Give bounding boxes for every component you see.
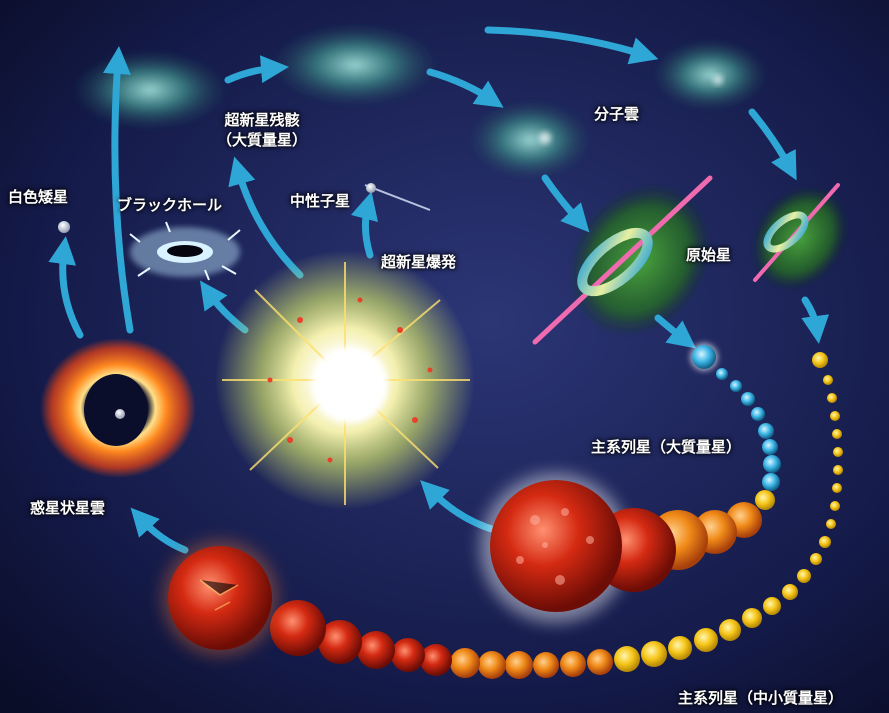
yellow-protostar-result (812, 352, 828, 368)
molecular-cloud-shape (468, 100, 592, 180)
label-protostar: 原始星 (686, 246, 731, 266)
planetary-nebula-shape (40, 338, 196, 478)
label-neutron-star: 中性子星 (290, 192, 350, 212)
cloud-2 (270, 23, 440, 107)
red-giant (168, 546, 272, 650)
label-main-sequence-massive: 主系列星（大質量星） (591, 438, 741, 458)
label-molecular-cloud: 分子雲 (594, 105, 639, 125)
label-white-dwarf: 白色矮星 (8, 188, 68, 208)
label-supernova-remnant-line2: （大質量星） (212, 131, 312, 151)
label-main-sequence-low-mass: 主系列星（中小質量星） (678, 689, 843, 709)
supernova-shape (215, 250, 475, 510)
white-dwarf-shape (58, 221, 70, 233)
label-supernova-remnant: 超新星残骸 （大質量星） (212, 111, 312, 150)
blue-protostar-result (692, 345, 716, 369)
cloud-4 (652, 39, 768, 111)
massive-star (490, 480, 622, 612)
label-black-hole: ブラックホール (117, 196, 222, 216)
cloud-1 (72, 50, 228, 130)
label-supernova: 超新星爆発 (381, 253, 456, 273)
label-planetary-nebula: 惑星状星雲 (30, 499, 105, 519)
nebula-central-star (115, 409, 125, 419)
label-supernova-remnant-line1: 超新星残骸 (212, 111, 312, 131)
